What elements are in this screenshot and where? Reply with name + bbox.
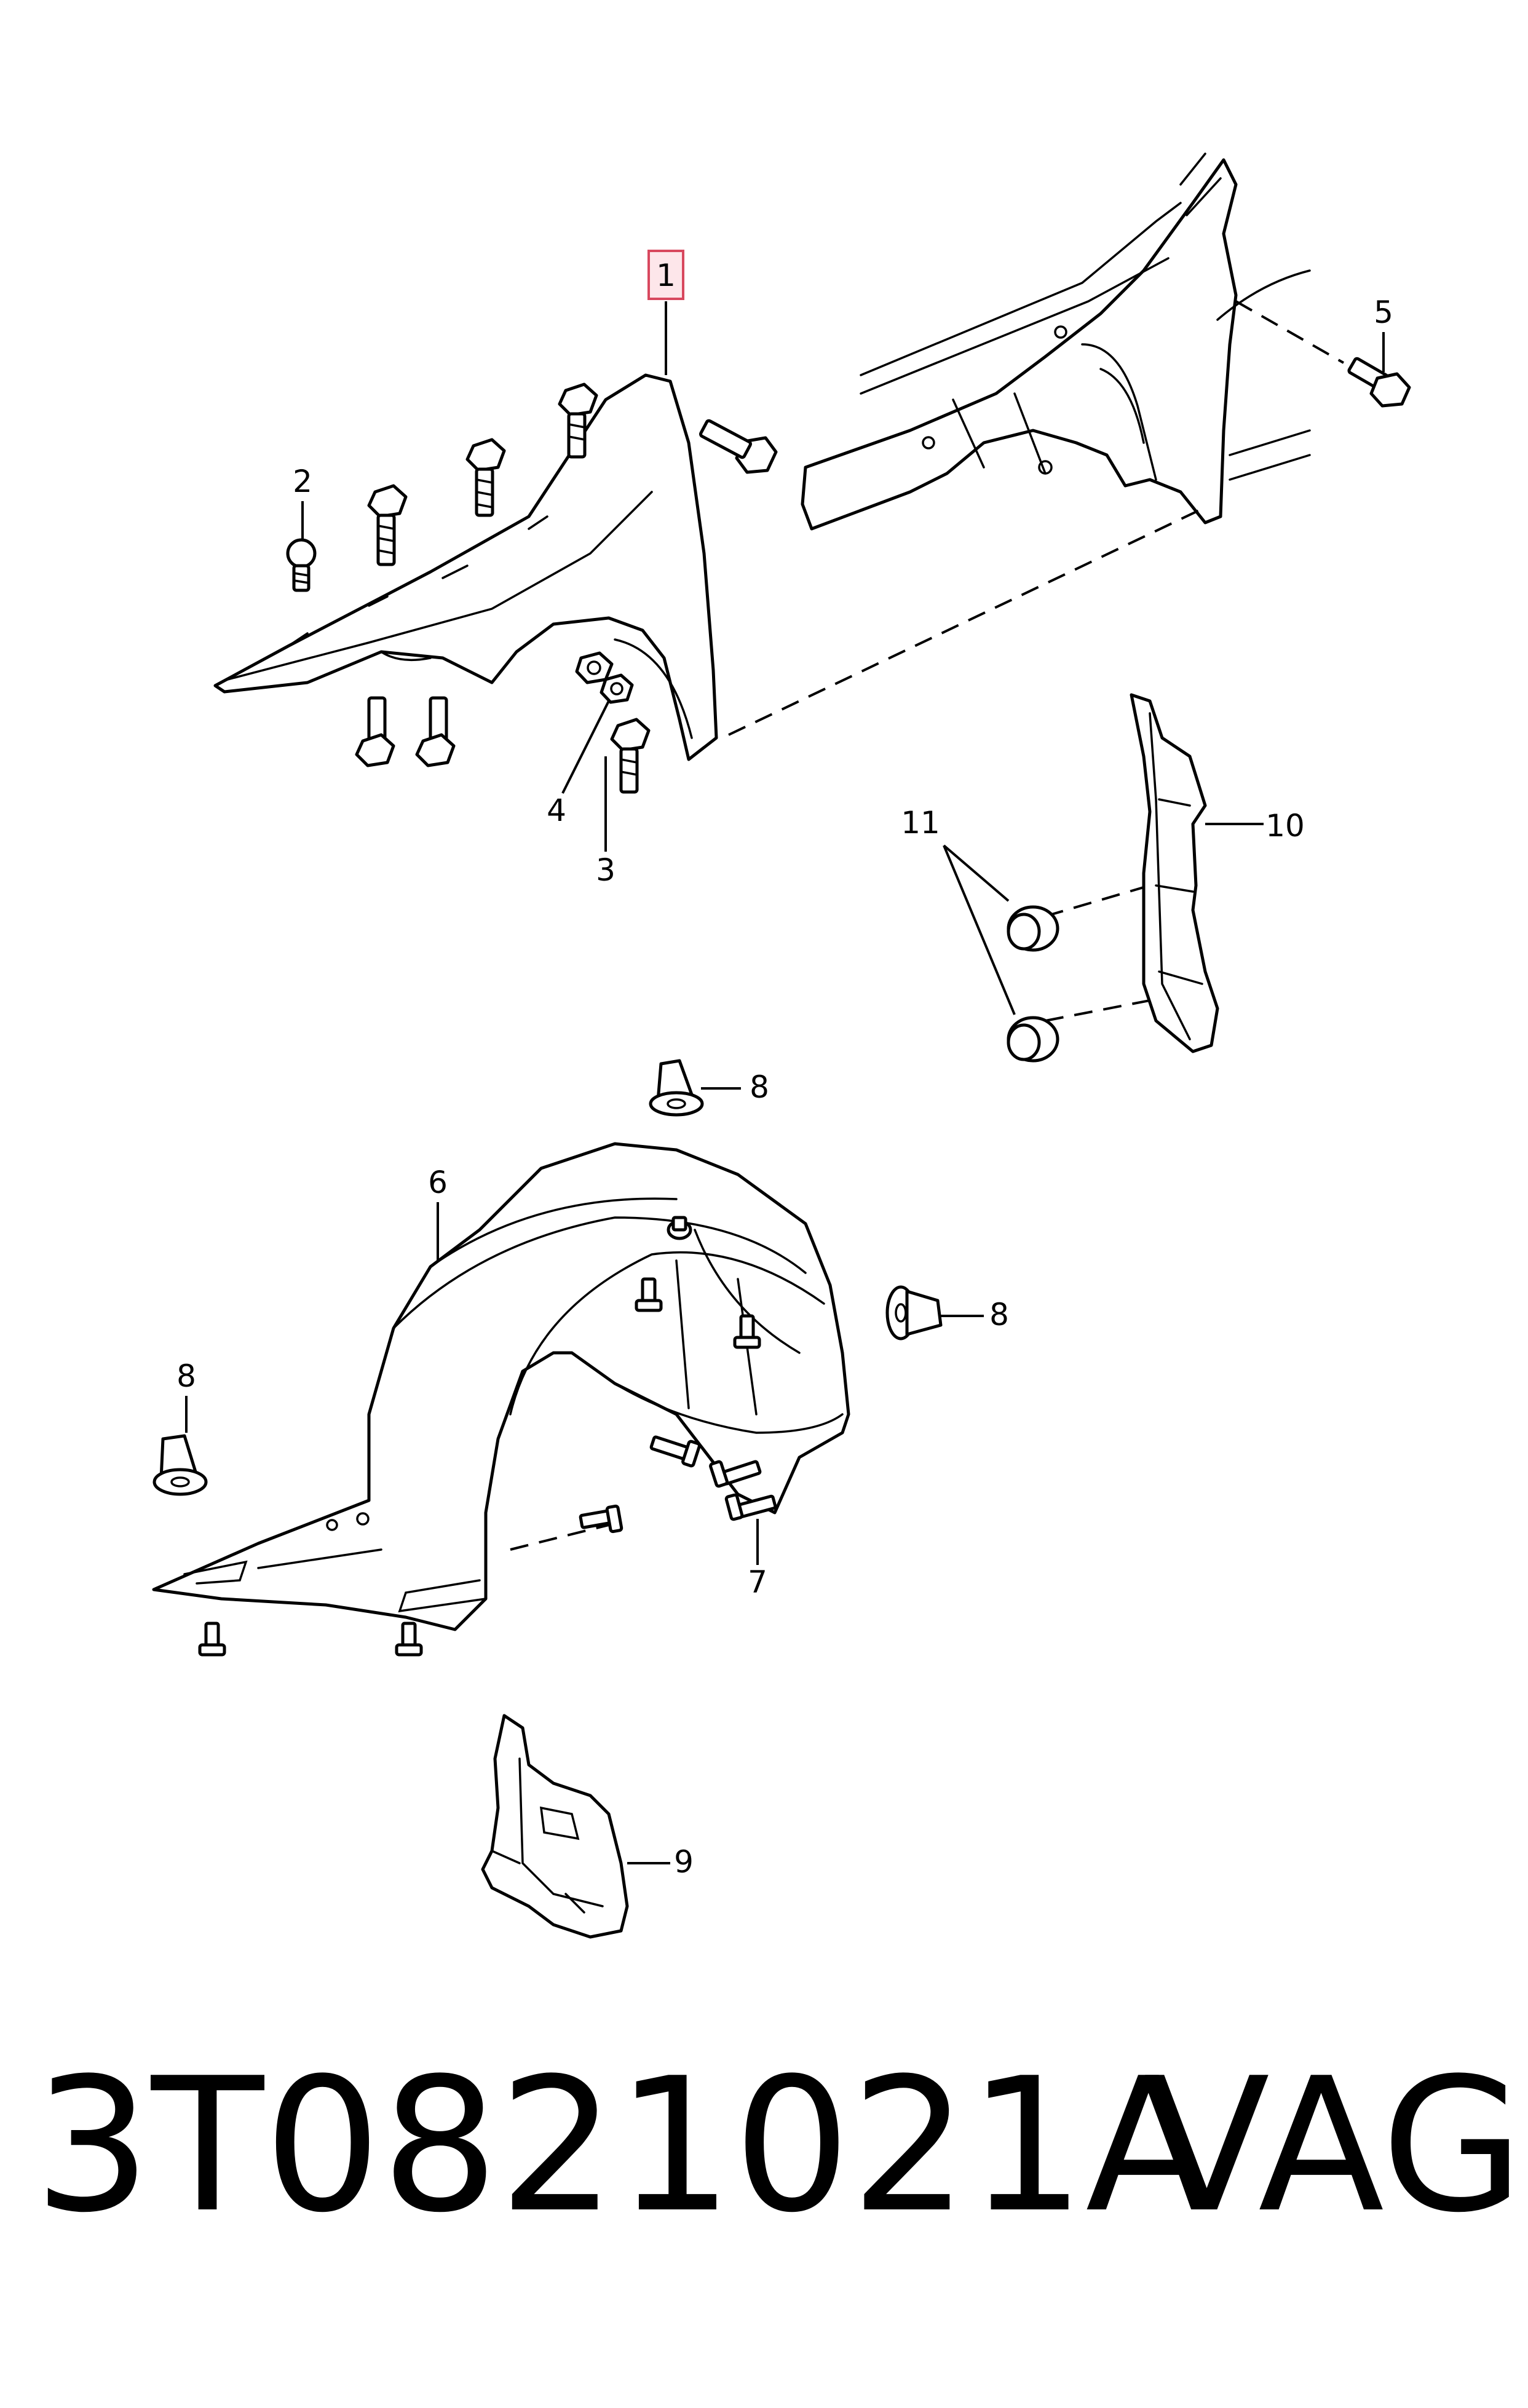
screw-icon (733, 1314, 761, 1349)
callout-3: 3 (596, 852, 616, 888)
body-structure (801, 152, 1311, 531)
bolt-icon (558, 382, 598, 459)
screw-icon (649, 1435, 701, 1468)
callout-4: 4 (547, 793, 566, 828)
bracket-part-9 (481, 1714, 629, 1939)
callout-8-left: 8 (176, 1358, 196, 1394)
bolt-icon (699, 419, 778, 474)
brand-label: VAG (1144, 2038, 1524, 2253)
screw-icon (635, 1277, 663, 1312)
clip-icon-8 (885, 1285, 943, 1341)
callout-labels: 1 2 3 4 5 6 7 8 8 8 9 10 11 (176, 250, 1393, 1880)
clip-icon-11 (1007, 905, 1059, 1063)
fender-part-1 (213, 373, 718, 761)
bolt-icon (610, 718, 651, 794)
callout-2: 2 (293, 464, 312, 499)
callout-1-highlight (647, 250, 684, 300)
liner-screws (198, 1216, 777, 1657)
bolt-icon (286, 538, 317, 592)
bolt-icon (465, 438, 506, 517)
wheel-liner-part-6 (152, 1142, 850, 1631)
clip-icon-8 (649, 1059, 704, 1117)
callout-9: 9 (674, 1844, 694, 1880)
bolt-icon (367, 484, 408, 566)
callout-11: 11 (901, 805, 940, 841)
nut-icon (575, 651, 634, 704)
bolt-icon (355, 696, 395, 767)
screw-icon (395, 1622, 423, 1657)
screw-icon (579, 1504, 623, 1534)
callout-8-right: 8 (989, 1297, 1009, 1333)
callout-1: 1 (656, 258, 676, 293)
clip-icon (667, 1216, 692, 1240)
screw-icon (198, 1622, 226, 1657)
screw-icon (724, 1493, 777, 1521)
callout-8-top: 8 (750, 1069, 769, 1105)
callout-6: 6 (428, 1165, 448, 1200)
connection-lines (510, 300, 1344, 1551)
clip-icon-8 (152, 1434, 208, 1496)
bolt-icon (415, 696, 456, 767)
fender-bolts (286, 382, 778, 794)
screw-icon (709, 1460, 762, 1488)
part-number-label: 3T0821021A (34, 2038, 1212, 2253)
bolt-icon-5 (1347, 357, 1411, 408)
callout-10: 10 (1265, 808, 1305, 844)
callout-5: 5 (1374, 295, 1393, 330)
callout-7: 7 (748, 1564, 767, 1600)
bracket-part-10 (1130, 693, 1219, 1053)
